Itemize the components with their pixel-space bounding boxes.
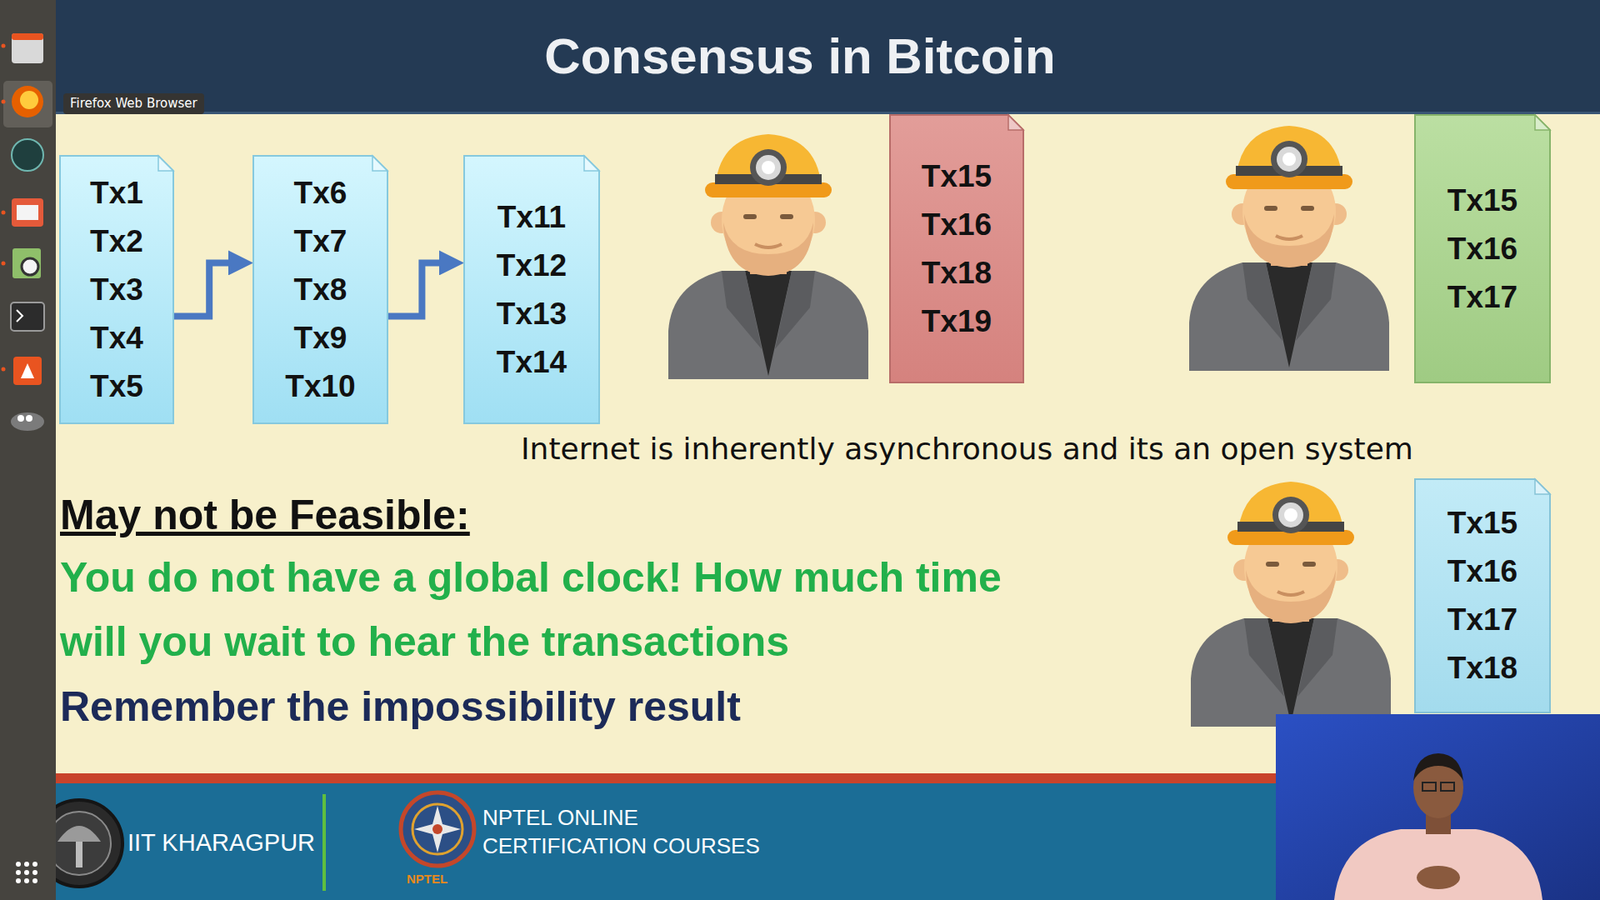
document-box: Tx1 Tx2 Tx3 Tx4 Tx5 xyxy=(60,155,174,424)
desktop-dock xyxy=(15,870,21,875)
miner-figure xyxy=(668,134,869,380)
transaction-list: Tx15 Tx16 Tx18 Tx19 xyxy=(921,152,992,346)
desktop-dock xyxy=(32,861,38,867)
nptel-logo xyxy=(412,804,463,855)
desktop-dock xyxy=(20,90,39,110)
desktop-dock xyxy=(11,139,44,171)
presenter-video xyxy=(1416,865,1460,890)
desktop-dock xyxy=(12,248,41,279)
desktop-dock xyxy=(1,261,6,266)
desktop-dock xyxy=(1,367,6,372)
desktop-dock xyxy=(11,33,44,40)
document-box: Tx15 Tx16 Tx18 Tx19 xyxy=(890,115,1024,383)
desktop-dock xyxy=(17,415,25,422)
presenter-video xyxy=(1275,714,1600,900)
dock-tooltip: Firefox Web Browser xyxy=(63,93,205,115)
iit-logo xyxy=(57,825,101,842)
document-outline xyxy=(890,115,1024,383)
desktop-dock xyxy=(32,870,38,875)
presenter-video xyxy=(1275,714,1600,900)
document-outline xyxy=(464,155,600,424)
document-box: Tx15 Tx16 Tx17 Tx18 xyxy=(1415,479,1550,713)
institute-name: IIT KHARAGPUR xyxy=(127,827,315,858)
desktop-dock xyxy=(11,198,44,227)
title-bar xyxy=(0,111,1600,115)
desktop-dock xyxy=(11,85,44,118)
transaction-list: Tx1 Tx2 Tx3 Tx4 Tx5 xyxy=(90,169,144,411)
course-banner: NPTEL ONLINE CERTIFICATION COURSES xyxy=(482,803,800,860)
nptel-logo xyxy=(400,792,475,866)
document-outline xyxy=(890,115,1024,383)
document-box: Tx6 Tx7 Tx8 Tx9 Tx10 xyxy=(253,155,388,424)
presenter-video xyxy=(1334,829,1543,900)
document-fold xyxy=(158,155,174,171)
miner-figure xyxy=(1190,481,1391,727)
document-fold xyxy=(372,155,388,171)
presenter-video xyxy=(1422,782,1436,791)
title-bar xyxy=(0,0,1600,115)
section-heading: May not be Feasible: xyxy=(60,490,470,540)
slide-title: Consensus in Bitcoin xyxy=(55,27,1545,86)
document-box: Tx15 Tx16 Tx17 xyxy=(1415,115,1550,383)
desktop-dock xyxy=(20,363,35,379)
footer-bar xyxy=(322,794,326,891)
flow-arrow xyxy=(173,262,234,316)
desktop-dock xyxy=(1,100,6,105)
desktop-dock xyxy=(10,412,45,431)
transaction-list: Tx15 Tx16 Tx17 xyxy=(1447,176,1518,322)
document-outline xyxy=(60,155,174,424)
desktop-dock xyxy=(1,210,6,215)
iit-logo xyxy=(75,839,83,868)
document-outline xyxy=(1415,115,1550,383)
document-outline xyxy=(1415,479,1550,713)
iit-logo xyxy=(47,811,111,875)
document-fold xyxy=(1535,115,1550,130)
desktop-dock xyxy=(21,258,39,275)
desktop-dock xyxy=(0,0,56,900)
desktop-dock xyxy=(25,415,33,422)
desktop-dock xyxy=(1,44,6,49)
document-outline xyxy=(253,155,388,424)
subtitle-caption: Internet is inherently asynchronous and … xyxy=(517,430,1417,469)
desktop-dock xyxy=(15,878,21,884)
desktop-dock xyxy=(24,870,30,875)
desktop-dock xyxy=(0,0,56,900)
logo-caption: NPTEL xyxy=(406,871,448,887)
desktop-dock xyxy=(10,302,45,331)
title-bar xyxy=(0,0,1600,115)
desktop-dock xyxy=(32,878,38,884)
bullet-text: Remember the impossibility result xyxy=(60,681,741,732)
desktop-dock xyxy=(13,356,42,385)
document-box: Tx11 Tx12 Tx13 Tx14 xyxy=(464,155,600,424)
nptel-logo xyxy=(400,792,475,866)
flow-arrow xyxy=(387,262,445,316)
document-fold xyxy=(584,155,600,171)
desktop-dock xyxy=(24,878,30,884)
desktop-dock xyxy=(16,310,23,322)
miner-figure xyxy=(1189,125,1390,371)
presenter-video xyxy=(1413,753,1464,781)
transaction-list: Tx6 Tx7 Tx8 Tx9 Tx10 xyxy=(285,169,355,411)
nptel-logo xyxy=(414,805,461,853)
desktop-dock xyxy=(24,861,30,867)
bullet-text: You do not have a global clock! How much… xyxy=(60,545,1044,675)
transaction-list: Tx15 Tx16 Tx17 Tx18 xyxy=(1447,499,1518,693)
desktop-dock xyxy=(15,861,21,867)
desktop-dock xyxy=(3,80,53,128)
nptel-logo xyxy=(432,824,443,835)
transaction-list: Tx11 Tx12 Tx13 Tx14 xyxy=(496,193,567,387)
presenter-video xyxy=(1440,782,1455,791)
document-fold xyxy=(1535,479,1550,495)
desktop-dock xyxy=(16,205,39,220)
desktop-dock xyxy=(11,33,44,64)
document-outline xyxy=(464,155,600,424)
document-fold xyxy=(1008,115,1024,130)
